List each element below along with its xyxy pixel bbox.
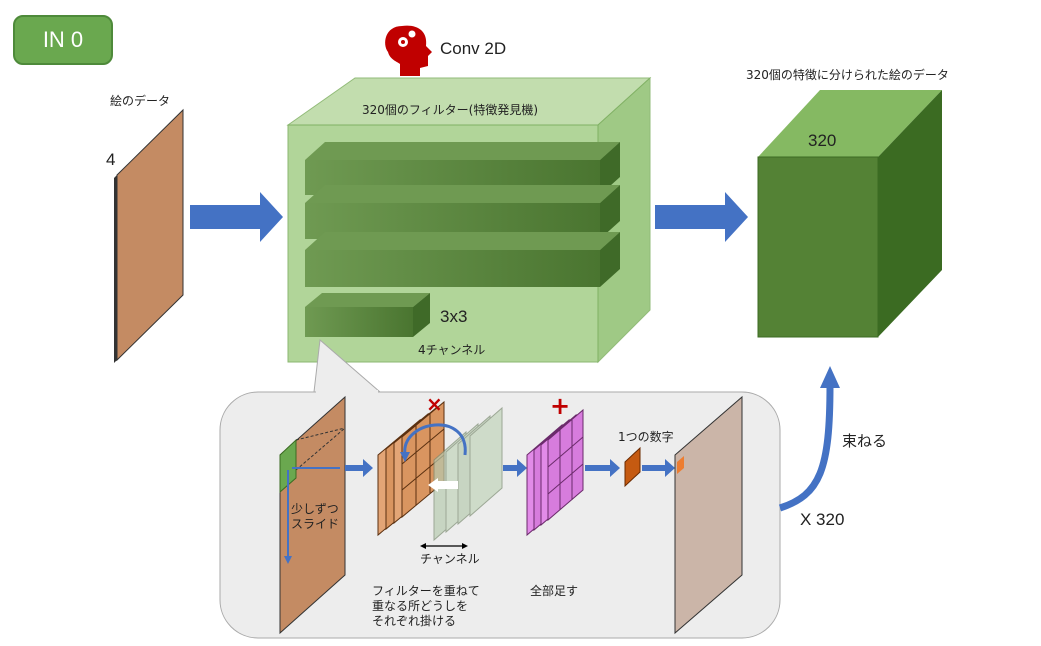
filter-stacks — [305, 142, 620, 337]
add-symbol: + — [550, 392, 571, 420]
detail-arrow-1 — [345, 459, 373, 477]
orange-channel-grids — [377, 400, 445, 537]
output-cube — [757, 90, 942, 338]
repeat-label: X 320 — [800, 510, 845, 529]
layer-badge: IN 0 — [13, 15, 113, 65]
detail-arrow-3 — [585, 459, 620, 477]
multiply-text-3: それぞれ掛ける — [372, 614, 457, 628]
one-number-label: 1つの数字 — [618, 430, 674, 444]
slide-label-2: スライド — [291, 517, 340, 531]
brain-gears-icon — [385, 25, 432, 76]
channel-label: チャンネル — [420, 552, 480, 566]
input-depth-label: 4 — [106, 150, 116, 169]
overlay-arrow — [403, 423, 467, 456]
detail-output-plane — [674, 395, 743, 635]
multiply-text-2: 重なる所どうしを — [372, 599, 469, 613]
output-value-label: 320 — [808, 131, 837, 150]
filter-bank-title: 320個のフィルター(特徴発見機) — [362, 103, 539, 117]
multiply-symbol: × — [426, 392, 443, 416]
arrow-filters-to-output — [655, 192, 748, 242]
bundle-label: 束ねる — [842, 432, 888, 450]
detail-input-plane — [279, 395, 346, 635]
filter-channels-label: 4チャンネル — [418, 343, 486, 357]
sum-text: 全部足す — [530, 584, 579, 598]
input-image-label: 絵のデータ — [110, 94, 171, 108]
gray-filter-grids — [433, 406, 503, 542]
arrow-input-to-filters — [190, 192, 283, 242]
bundle-arrow — [778, 384, 834, 512]
single-number-block — [624, 446, 641, 488]
pink-result-grids — [526, 408, 584, 537]
multiply-text-1: フィルターを重ねて — [372, 584, 480, 598]
filter-size-label: 3x3 — [440, 307, 468, 326]
detail-arrow-2 — [503, 459, 527, 477]
slide-label-1: 少しずつ — [291, 502, 339, 516]
input-image-plane — [114, 108, 184, 363]
detail-arrow-4 — [642, 459, 675, 477]
conv-label: Conv 2D — [440, 39, 507, 58]
output-title: 320個の特徴に分けられた絵のデータ — [746, 68, 949, 82]
